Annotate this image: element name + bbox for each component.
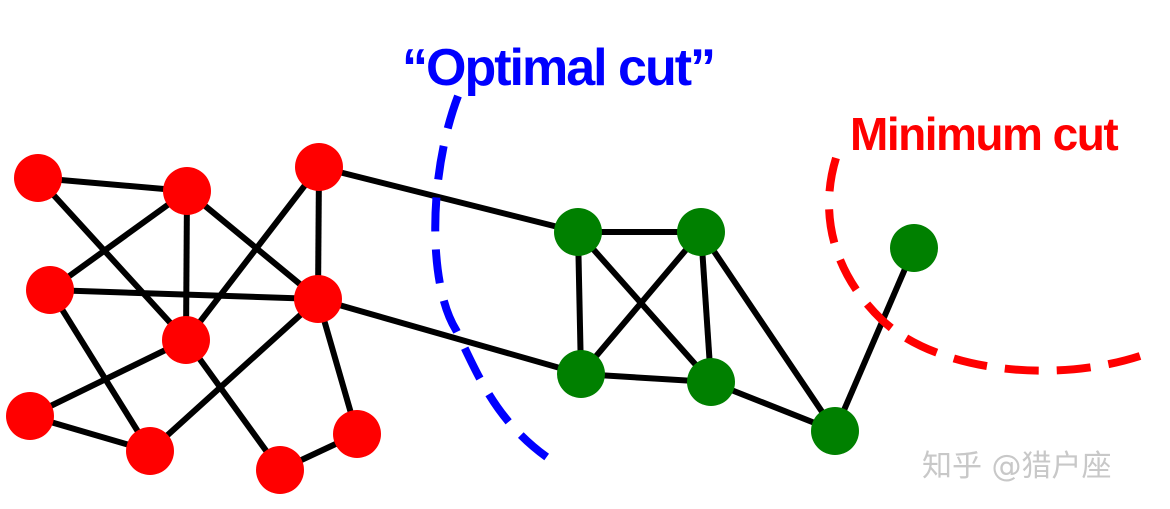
red-node: [294, 275, 342, 323]
green-node: [554, 208, 602, 256]
graph-edge: [47, 288, 153, 453]
red-node: [126, 427, 174, 475]
red-node: [162, 316, 210, 364]
green-node: [890, 224, 938, 272]
graph-edge: [318, 164, 579, 235]
green-node: [557, 350, 605, 398]
optimal-cut-label: “Optimal cut”: [402, 39, 714, 97]
red-node: [26, 266, 74, 314]
graph-edge: [578, 230, 704, 376]
red-node: [163, 167, 211, 215]
red-node: [256, 446, 304, 494]
graph-edge: [698, 231, 714, 383]
graph-edge: [183, 190, 190, 341]
graph-edge: [49, 287, 319, 302]
watermark: 知乎 @猎户座: [922, 449, 1112, 484]
minimum-cut-label: Minimum cut: [850, 108, 1118, 160]
red-node: [333, 410, 381, 458]
red-node: [6, 392, 54, 440]
red-node: [295, 143, 343, 191]
optimal-cut-line: [431, 94, 551, 462]
green-node: [687, 358, 735, 406]
graph-edge: [317, 296, 582, 377]
graph-edge: [35, 175, 189, 343]
graph-edge: [28, 337, 188, 419]
graph-edge: [48, 188, 189, 293]
graph-edge: [698, 230, 838, 433]
minimum-cut-line: [825, 156, 1142, 375]
graph-edge: [183, 338, 283, 472]
red-node: [14, 154, 62, 202]
graph-edge: [575, 230, 714, 384]
graph-edges: [28, 164, 917, 473]
green-node: [811, 407, 859, 455]
graph-edge: [832, 246, 917, 433]
graph-nodes: [6, 143, 938, 494]
green-node: [677, 208, 725, 256]
graph-edge: [37, 175, 188, 194]
graph-edge: [185, 188, 320, 302]
graph-edge: [183, 165, 322, 342]
graph-edge: [147, 296, 321, 454]
